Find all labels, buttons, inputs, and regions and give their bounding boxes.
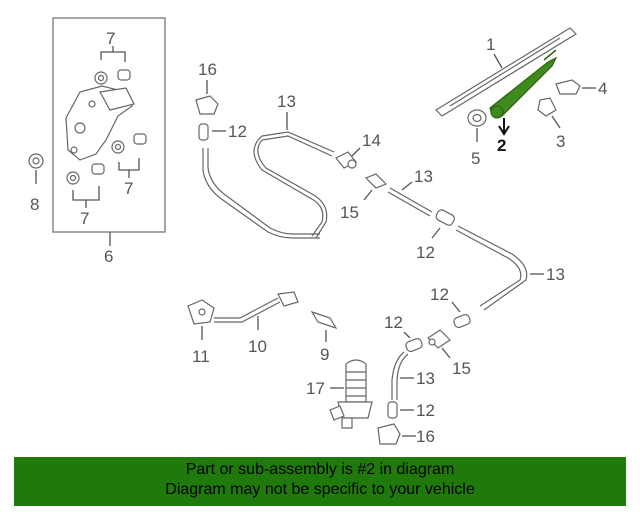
callout-15-lower: 15 <box>452 359 471 378</box>
wiper-motor-assembly <box>52 17 166 233</box>
callout-12-right: 12 <box>430 285 449 304</box>
grommet-part-5 <box>467 109 487 142</box>
washer-hose-long <box>455 225 544 311</box>
callout-11: 11 <box>192 347 210 366</box>
callout-15-upper: 15 <box>340 203 359 222</box>
callout-4: 4 <box>598 79 607 98</box>
callout-13-right: 13 <box>546 265 565 284</box>
fitting-part-15-lower <box>427 329 451 359</box>
washer-hose-lower <box>391 351 414 400</box>
washer-hose-loop <box>253 112 335 239</box>
clip-part-16-top <box>195 80 219 115</box>
hose-coupler-part-12-middle <box>431 209 455 239</box>
nozzle-part-11 <box>187 299 215 340</box>
callout-6: 6 <box>104 247 113 266</box>
callout-13-lower: 13 <box>416 369 435 388</box>
callout-14: 14 <box>362 131 381 150</box>
washer-pump-part-17 <box>329 359 373 429</box>
callout-9: 9 <box>320 345 329 364</box>
wiper-arm-part-2-highlighted <box>489 49 558 136</box>
washer-hose-left <box>198 123 320 239</box>
washer-hose-middle <box>387 181 433 217</box>
callout-3: 3 <box>556 132 565 151</box>
callout-2: 2 <box>497 136 506 155</box>
callout-5: 5 <box>471 149 480 168</box>
connector-part-14 <box>335 147 361 169</box>
nozzle-hose-part-10 <box>214 291 299 330</box>
callout-10: 10 <box>248 337 267 356</box>
callout-16-bottom: 16 <box>416 427 435 446</box>
callout-7-bottom: 7 <box>80 209 89 228</box>
callout-12-middle: 12 <box>416 243 435 262</box>
callout-12-a: 12 <box>228 122 247 141</box>
callout-1: 1 <box>486 35 495 54</box>
callout-7-right: 7 <box>124 179 133 198</box>
callout-8: 8 <box>30 195 39 214</box>
wiper-blade-part-1 <box>435 27 577 117</box>
callout-13-middle: 13 <box>414 167 433 186</box>
clip-part-16-bottom <box>377 423 416 445</box>
banner-line-1: Part or sub-assembly is #2 in diagram <box>185 461 455 478</box>
nut-part-4 <box>555 79 596 95</box>
callout-12-bottom: 12 <box>416 401 435 420</box>
parts-diagram: 7 7 7 6 8 1 2 3 4 5 <box>28 17 607 446</box>
grommet-part-9 <box>310 310 338 342</box>
callout-12-lower-left: 12 <box>384 313 403 332</box>
callout-13-top: 13 <box>277 92 296 111</box>
fitting-part-15-upper <box>363 173 388 201</box>
nut-part-8 <box>28 153 44 184</box>
hose-coupler-part-12-bottom <box>387 401 414 419</box>
callout-17: 17 <box>306 379 325 398</box>
hose-coupler-part-12-right <box>451 301 471 329</box>
info-banner: Part or sub-assembly is #2 in diagram Di… <box>14 457 626 506</box>
hose-coupler-part-12-lower-left <box>403 331 423 353</box>
banner-line-2: Diagram may not be specific to your vehi… <box>165 481 475 498</box>
callout-7-top: 7 <box>106 29 115 48</box>
cap-part-3 <box>537 97 561 129</box>
callout-16-top: 16 <box>198 60 217 79</box>
